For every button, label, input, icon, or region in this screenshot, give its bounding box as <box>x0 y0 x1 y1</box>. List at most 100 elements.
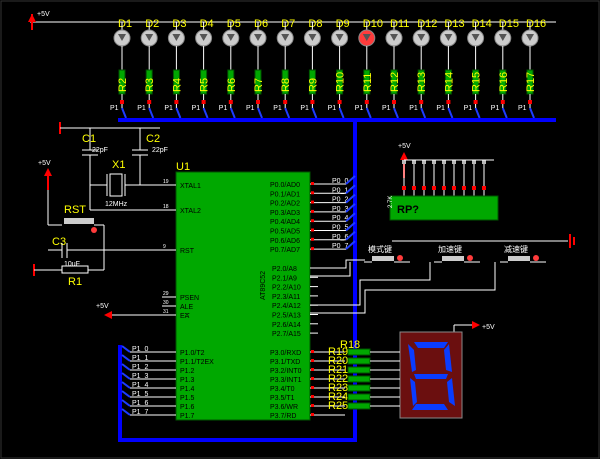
led-d15: D15 <box>494 18 519 70</box>
mcu-pin-num: 30 <box>163 300 169 306</box>
reset-button[interactable] <box>64 218 94 224</box>
key-button-label: 减速键 <box>504 244 528 254</box>
led-ref: D2 <box>145 18 159 30</box>
u1-ref: U1 <box>176 161 190 173</box>
led-d6: D6 <box>249 18 268 70</box>
resistor-ref: R15 <box>471 72 483 92</box>
mcu-pin-xtal1: XTAL1 <box>180 183 201 190</box>
mcu-pin-ale: ALE <box>180 304 194 311</box>
rp-ref: RP? <box>397 204 419 216</box>
led-d5: D5 <box>222 18 241 70</box>
resistor-ref: R12 <box>389 72 401 92</box>
mcu-pin-p3-7: P3.7/RD <box>270 413 296 420</box>
resistor-ref: R14 <box>443 72 455 92</box>
seg-segment <box>447 378 455 406</box>
mcu-pin-psen: PSEN <box>180 295 199 302</box>
led-d11: D11 <box>385 18 409 70</box>
reset-section: +5V RST C3 10uF R1 <box>33 160 176 288</box>
port-label: P1 <box>382 105 391 112</box>
mcu-pin-p1-7: P1.7 <box>180 413 195 420</box>
port-label: P1 <box>246 105 255 112</box>
mcu-pin-rst: RST <box>180 248 195 255</box>
resistor-ref: R3 <box>144 78 156 92</box>
mcu-pin-p0-0: P0.0/AD0 <box>270 182 300 189</box>
resistor-ref: R8 <box>280 78 292 92</box>
seg-resistor-body <box>347 402 371 410</box>
led-d10: D10 <box>358 18 383 70</box>
btn-wire-4 <box>310 262 496 314</box>
gnd-buttons <box>548 234 575 248</box>
crystal-x1 <box>109 173 123 197</box>
c2-value: 22pF <box>152 147 168 154</box>
led-ref: D1 <box>118 18 132 30</box>
resistor-array: R2P1R3P1R4P1R5P1R6P1R7P1R8P1R9P1R10P1R11… <box>110 69 537 119</box>
resistor-ref: R17 <box>525 72 537 92</box>
mcu-pin-p0-2: P0.2/AD2 <box>270 201 300 208</box>
key-button-2[interactable]: 减速键 <box>500 244 546 263</box>
mcu-body <box>175 171 311 421</box>
led-ref: D10 <box>363 18 383 30</box>
p0-net-label: P0_7 <box>332 243 348 250</box>
mcu-pin-p1-5: P1.5 <box>180 395 195 402</box>
mcu-pin-p3-2: P3.2/INT0 <box>270 368 302 375</box>
led-ref: D5 <box>227 18 241 30</box>
led-ref: D9 <box>336 18 350 30</box>
key-button-0[interactable]: 模式键 <box>364 244 410 263</box>
mcu-part: AT89C52 <box>260 271 267 300</box>
mcu-pin-num: 29 <box>163 291 169 297</box>
led-d16: D16 <box>521 18 546 70</box>
vcc-seg-symbol: +5V <box>453 321 495 332</box>
key-button-1[interactable]: 加速键 <box>434 244 480 263</box>
resistor-ref: R4 <box>171 78 183 92</box>
c1-value: 22pF <box>92 147 108 154</box>
port-label: P1 <box>491 105 500 112</box>
p0-net-labels: P0_0P0_1P0_2P0_3P0_4P0_5P0_6P0_7 <box>332 175 356 250</box>
vcc-left-symbol: +5V <box>38 160 52 190</box>
rp-body <box>389 195 499 221</box>
r1-ref: R1 <box>68 276 82 288</box>
btn-wire-1 <box>310 259 365 269</box>
p1-net-label: P1_7 <box>132 409 148 416</box>
seg-resistor-body <box>347 384 371 392</box>
led-ref: D8 <box>308 18 322 30</box>
mcu-pin-p2-4: P2.4/A12 <box>272 303 301 310</box>
port-label: P1 <box>137 105 146 112</box>
led-ref: D15 <box>499 18 519 30</box>
vcc-seg-label: +5V <box>482 324 495 331</box>
port-label: P1 <box>300 105 309 112</box>
rp-pin-stubs <box>402 159 494 196</box>
p1-net-label: P1_5 <box>132 391 148 398</box>
main-bus <box>118 120 357 442</box>
seg-resistor-ref: R25 <box>328 400 348 412</box>
key-button-label: 加速键 <box>438 244 462 254</box>
p1-net-label: P1_1 <box>132 355 148 362</box>
p1-net-labels: P1_0P1_1P1_2P1_3P1_4P1_5P1_6P1_7 <box>121 345 148 416</box>
mcu-p0-pins: P0.0/AD0P0.1/AD1P0.2/AD2P0.3/AD3P0.4/AD4… <box>270 182 346 254</box>
seg-resistor-ref: R22 <box>328 373 348 385</box>
crystal-section: C1 C2 22pF 22pF X1 12MHz <box>59 122 176 211</box>
mcu-pin-num: 18 <box>163 204 169 210</box>
resistor-ref: R6 <box>226 78 238 92</box>
key-button-label: 模式键 <box>368 244 392 254</box>
mcu-pin-num: 9 <box>163 244 166 250</box>
resistor-ref: R2 <box>117 78 129 92</box>
seg-segment <box>410 378 417 406</box>
port-label: P1 <box>436 105 445 112</box>
port-label: P1 <box>192 105 201 112</box>
port-label: P1 <box>409 105 418 112</box>
c3-ref: C3 <box>52 236 66 248</box>
led-ref: D4 <box>200 18 214 30</box>
mcu-pin-xtal2: XTAL2 <box>180 208 201 215</box>
vcc-mid-label: +5V <box>96 303 109 310</box>
resistor-ref: R10 <box>335 72 347 92</box>
led-ref: D16 <box>526 18 546 30</box>
